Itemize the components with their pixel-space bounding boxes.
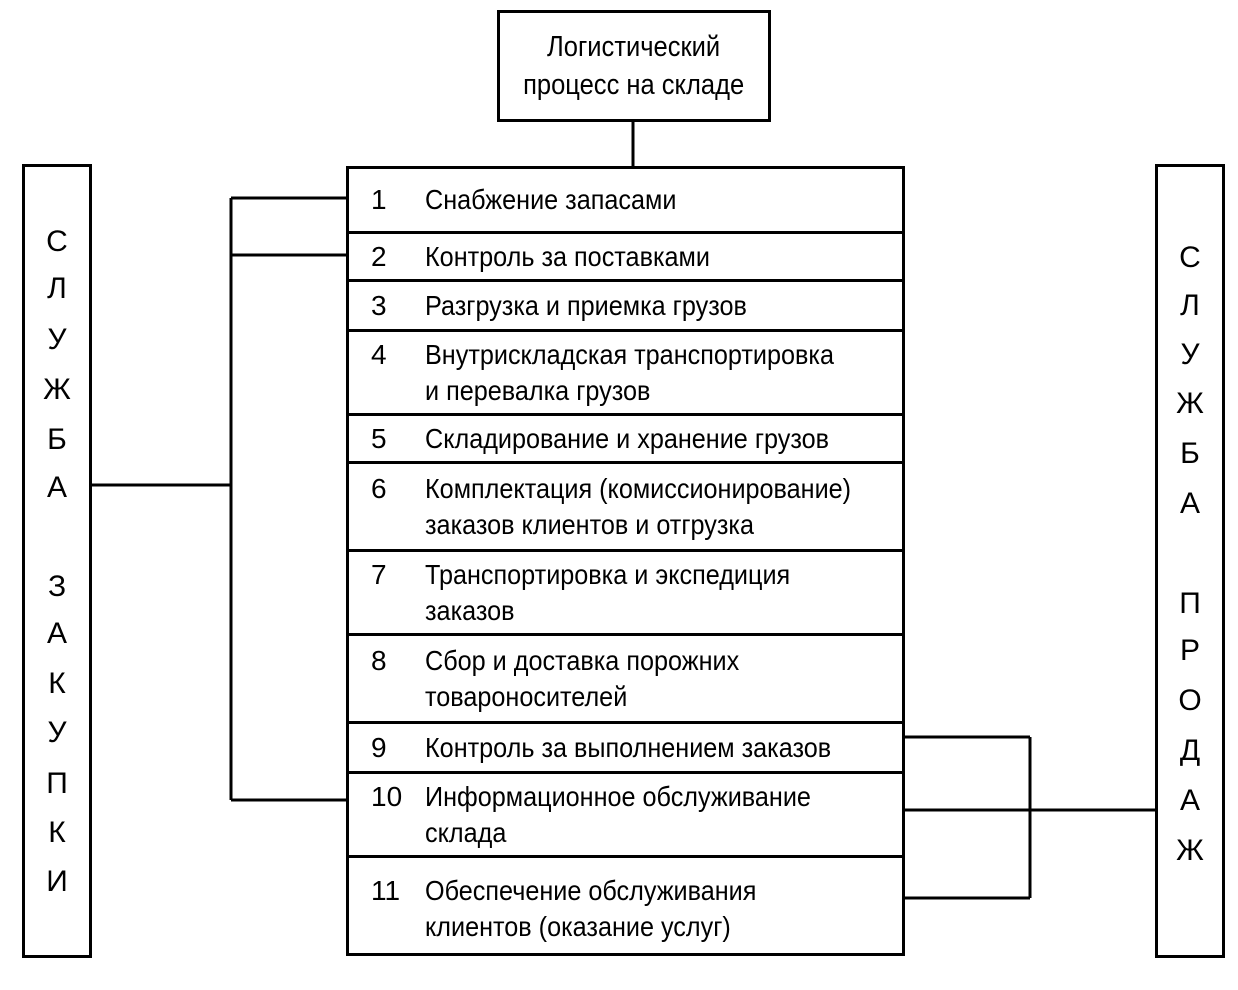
service-letter: Л — [1180, 289, 1200, 322]
process-step-label: Контроль за поставками — [425, 241, 710, 272]
service-letter: О — [1178, 684, 1202, 717]
service-letter: У — [47, 323, 67, 356]
process-step-label: Информационное обслуживание — [425, 781, 811, 812]
process-step-number: 9 — [371, 732, 387, 763]
service-letter: П — [46, 767, 68, 800]
process-step-label: клиентов (оказание услуг) — [425, 911, 731, 942]
process-step-row: 8 Сбор и доставка порожних товароносителей — [349, 633, 902, 721]
service-letter: Д — [1179, 734, 1201, 767]
process-step-number: 4 — [371, 339, 387, 370]
service-letter: Р — [1179, 634, 1200, 667]
service-letter: А — [46, 617, 67, 650]
service-letter: А — [1179, 487, 1200, 520]
process-step-row: 10 Информационное обслуживание склада — [349, 771, 902, 855]
process-step-label: Разгрузка и приемка грузов — [425, 290, 747, 321]
process-step-label: Снабжение запасами — [425, 184, 677, 215]
process-step-number: 6 — [371, 473, 387, 504]
process-step-row: 2 Контроль за поставками — [349, 231, 902, 279]
service-letter: Ж — [1176, 387, 1204, 420]
service-letter: Б — [1180, 437, 1200, 470]
process-step-label: Сбор и доставка порожних — [425, 645, 740, 676]
service-letter: К — [48, 816, 66, 849]
process-step-number: 1 — [371, 184, 387, 215]
service-letter: К — [48, 667, 66, 700]
process-step-number: 5 — [371, 423, 387, 454]
service-letter: У — [1180, 338, 1200, 371]
service-letter: Л — [47, 272, 67, 305]
process-step-number: 10 — [371, 781, 403, 812]
process-step-label: заказов клиентов и отгрузка — [425, 509, 754, 540]
process-step-label: и перевалка грузов — [425, 375, 651, 406]
process-step-label: Транспортировка и экспедиция — [425, 559, 791, 590]
process-step-row: 6 Комплектация (комиссионирование) заказов… — [349, 461, 902, 549]
process-step-number: 2 — [371, 241, 387, 272]
service-letter: П — [1179, 587, 1201, 620]
title-box: Логистический процесс на складе — [497, 10, 771, 122]
service-letter: Ж — [1176, 834, 1204, 867]
service-letter: С — [46, 225, 68, 258]
process-step-number: 7 — [371, 559, 387, 590]
process-step-row: 1 Снабжение запасами — [349, 169, 902, 231]
process-step-row: 5 Складирование и хранение грузов — [349, 413, 902, 461]
process-step-label: заказов — [425, 595, 515, 626]
process-step-label: Складирование и хранение грузов — [425, 423, 830, 454]
process-step-label: Контроль за выполнением заказов — [425, 732, 832, 763]
process-step-row: 11 Обеспечение обслуживания клиентов (оказ… — [349, 855, 902, 959]
process-step-row: 4 Внутрискладская транспортировка и перева… — [349, 329, 902, 413]
service-letter: С — [1179, 241, 1201, 274]
process-step-label: Внутрискладская транспортировка — [425, 339, 834, 370]
service-letter: И — [46, 865, 68, 898]
process-step-number: 8 — [371, 645, 387, 676]
process-step-row: 9 Контроль за выполнением заказов — [349, 721, 902, 771]
process-step-label: Обеспечение обслуживания — [425, 875, 757, 906]
process-step-label: Комплектация (комиссионирование) — [425, 473, 852, 504]
process-step-label: товароносителей — [425, 681, 628, 712]
service-letter: З — [47, 570, 67, 603]
process-step-row: 7 Транспортировка и экспедиция заказов — [349, 549, 902, 633]
process-steps-box: 1 Снабжение запасами 2 Контроль за поставка… — [346, 166, 905, 956]
process-step-label: склада — [425, 817, 507, 848]
title-line-1: Логистический — [547, 31, 721, 63]
service-letter: А — [46, 471, 67, 504]
process-step-number: 3 — [371, 290, 387, 321]
process-step-row: 3 Разгрузка и приемка грузов — [349, 279, 902, 329]
service-letter: Ж — [43, 373, 71, 406]
service-letter: А — [1179, 784, 1200, 817]
service-letter: Б — [47, 423, 67, 456]
title-line-2: процесс на складе — [523, 69, 745, 101]
process-step-number: 11 — [371, 875, 401, 906]
service-letter: У — [47, 716, 67, 749]
